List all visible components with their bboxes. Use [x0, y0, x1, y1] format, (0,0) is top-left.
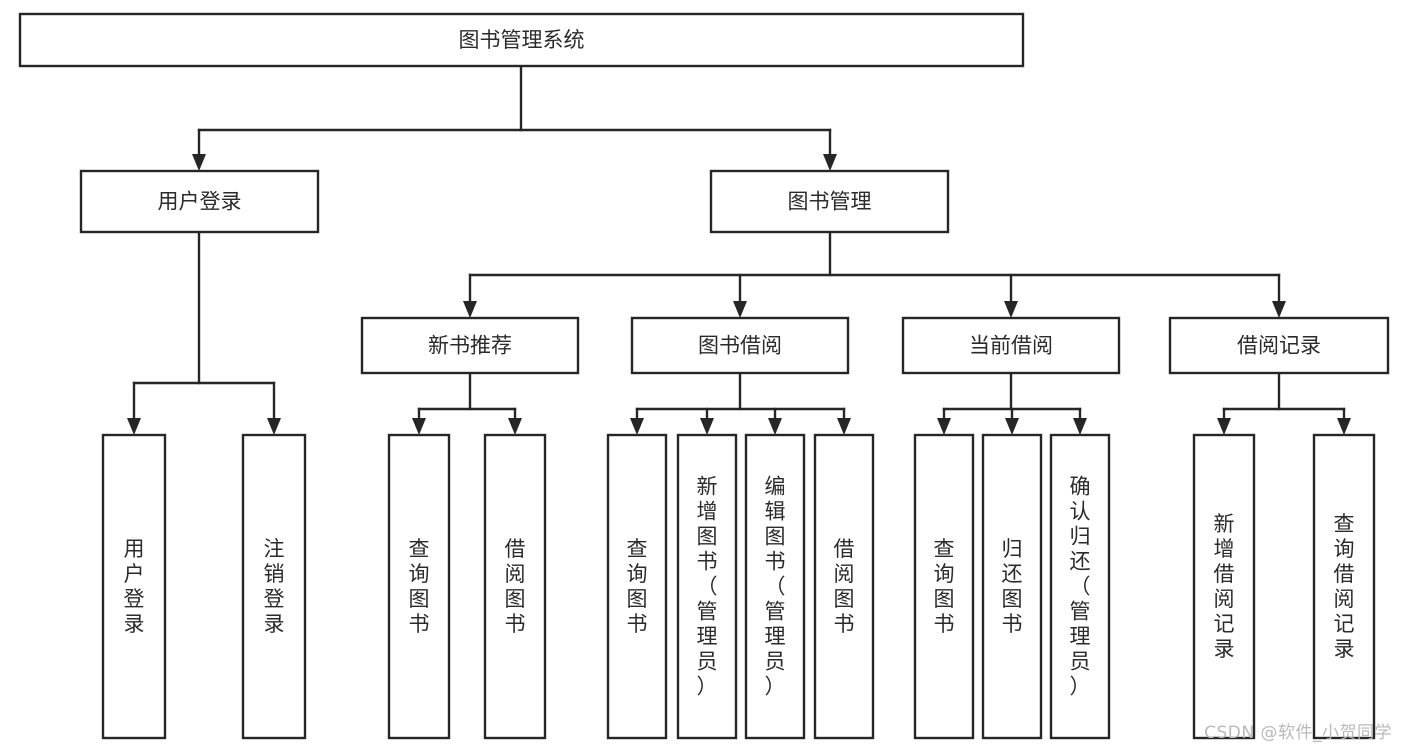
connector-userlogin_to_leaves — [127, 230, 281, 435]
connector-borrow_to_leaves — [630, 371, 851, 435]
node-box-leaf-confirm-return-admin — [1049, 433, 1111, 740]
node-leaf-logout[interactable]: 注销登录 — [241, 433, 307, 740]
arrow-head-icon — [1272, 301, 1286, 318]
node-box-leaf-query-book-borrow — [606, 433, 668, 740]
node-borrow-records[interactable]: 借阅记录 — [1168, 316, 1390, 375]
node-label-leaf-add-borrow-record: 新增借阅记录 — [1214, 512, 1235, 661]
connector-recommend_to_leaves — [412, 371, 522, 435]
node-box-root — [18, 12, 1025, 68]
node-leaf-query-book-recommend[interactable]: 查询图书 — [387, 433, 451, 740]
node-boxes-group: 图书管理系统用户登录图书管理新书推荐图书借阅当前借阅借阅记录用户登录注销登录查询… — [18, 12, 1390, 740]
node-leaf-add-book-admin[interactable]: 新增图书（管理员） — [676, 433, 738, 740]
node-label-leaf-borrow-book: 借阅图书 — [834, 537, 855, 636]
node-box-book-management — [709, 169, 950, 234]
node-box-leaf-user-login — [101, 433, 167, 740]
node-leaf-user-login[interactable]: 用户登录 — [101, 433, 167, 740]
node-label-leaf-return-book: 归还图书 — [1002, 537, 1023, 636]
node-label-leaf-borrow-book-recommend: 借阅图书 — [505, 537, 526, 636]
node-box-current-borrow — [901, 316, 1121, 375]
node-new-book-recommend[interactable]: 新书推荐 — [360, 316, 580, 375]
node-book-borrow[interactable]: 图书借阅 — [630, 316, 850, 375]
node-label-book-management: 图书管理 — [788, 190, 872, 214]
node-label-book-borrow: 图书借阅 — [698, 334, 782, 358]
arrow-head-icon — [837, 418, 851, 435]
connector-records_to_leaves — [1217, 371, 1351, 435]
arrow-head-icon — [508, 418, 522, 435]
node-label-leaf-confirm-return-admin: 确认归还（管理员） — [1070, 475, 1091, 699]
node-box-leaf-query-book-current — [913, 433, 975, 740]
arrow-head-icon — [700, 418, 714, 435]
node-box-borrow-records — [1168, 316, 1390, 375]
node-leaf-query-book-current[interactable]: 查询图书 — [913, 433, 975, 740]
node-label-leaf-edit-book-admin: 编辑图书（管理员） — [765, 475, 786, 699]
node-leaf-confirm-return-admin[interactable]: 确认归还（管理员） — [1049, 433, 1111, 740]
arrow-head-icon — [127, 418, 141, 435]
node-label-user-login: 用户登录 — [158, 190, 242, 214]
node-leaf-query-book-borrow[interactable]: 查询图书 — [606, 433, 668, 740]
node-leaf-return-book[interactable]: 归还图书 — [981, 433, 1043, 740]
node-box-book-borrow — [630, 316, 850, 375]
connector-lines-group — [127, 64, 1351, 435]
node-box-leaf-add-borrow-record — [1192, 433, 1256, 740]
node-label-leaf-query-book-current: 查询图书 — [934, 537, 955, 636]
node-box-leaf-query-book-recommend — [387, 433, 451, 740]
node-book-management[interactable]: 图书管理 — [709, 169, 950, 234]
arrow-head-icon — [630, 418, 644, 435]
node-leaf-query-borrow-record[interactable]: 查询借阅记录 — [1312, 433, 1376, 740]
node-leaf-add-borrow-record[interactable]: 新增借阅记录 — [1192, 433, 1256, 740]
arrow-head-icon — [768, 418, 782, 435]
node-box-leaf-borrow-book-recommend — [483, 433, 547, 740]
node-label-leaf-query-borrow-record: 查询借阅记录 — [1334, 512, 1355, 661]
arrow-head-icon — [1073, 418, 1087, 435]
node-label-leaf-user-login: 用户登录 — [124, 537, 145, 636]
node-box-leaf-logout — [241, 433, 307, 740]
node-label-leaf-query-book-borrow: 查询图书 — [627, 537, 648, 636]
arrow-head-icon — [1005, 418, 1019, 435]
arrow-head-icon — [1004, 301, 1018, 318]
arrow-head-icon — [412, 418, 426, 435]
node-label-leaf-add-book-admin: 新增图书（管理员） — [697, 475, 718, 699]
node-label-current-borrow: 当前借阅 — [969, 334, 1053, 358]
node-user-login[interactable]: 用户登录 — [79, 169, 320, 234]
node-box-leaf-return-book — [981, 433, 1043, 740]
node-label-leaf-query-book-recommend: 查询图书 — [409, 537, 430, 636]
arrow-head-icon — [937, 418, 951, 435]
node-leaf-borrow-book-recommend[interactable]: 借阅图书 — [483, 433, 547, 740]
node-label-borrow-records: 借阅记录 — [1237, 334, 1321, 358]
arrow-head-icon — [192, 154, 206, 171]
connector-current_to_leaves — [937, 371, 1087, 435]
node-leaf-edit-book-admin[interactable]: 编辑图书（管理员） — [744, 433, 806, 740]
node-box-leaf-edit-book-admin — [744, 433, 806, 740]
arrow-head-icon — [823, 154, 837, 171]
node-leaf-borrow-book[interactable]: 借阅图书 — [813, 433, 875, 740]
arrow-head-icon — [1337, 418, 1351, 435]
arrow-head-icon — [733, 301, 747, 318]
node-box-leaf-borrow-book — [813, 433, 875, 740]
node-box-new-book-recommend — [360, 316, 580, 375]
node-box-user-login — [79, 169, 320, 234]
node-label-root: 图书管理系统 — [459, 28, 585, 52]
arrow-head-icon — [463, 301, 477, 318]
node-box-leaf-add-book-admin — [676, 433, 738, 740]
node-label-leaf-logout: 注销登录 — [264, 537, 285, 636]
node-label-new-book-recommend: 新书推荐 — [428, 334, 512, 358]
connector-root_to_level2 — [192, 64, 837, 171]
arrow-head-icon — [1217, 418, 1231, 435]
node-box-leaf-query-borrow-record — [1312, 433, 1376, 740]
node-current-borrow[interactable]: 当前借阅 — [901, 316, 1121, 375]
arrow-head-icon — [267, 418, 281, 435]
connector-bookmgmt_to_level3 — [463, 230, 1286, 318]
node-root[interactable]: 图书管理系统 — [18, 12, 1025, 68]
